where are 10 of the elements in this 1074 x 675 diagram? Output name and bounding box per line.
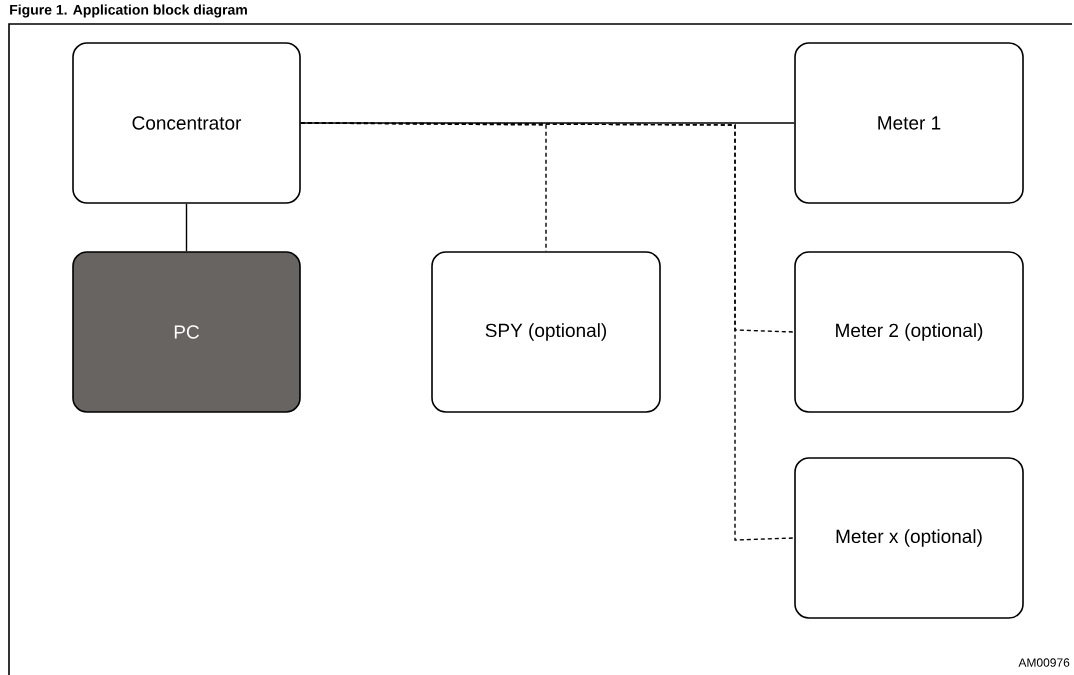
block-box: Concentrator bbox=[72, 42, 301, 204]
connector-line bbox=[300, 122, 795, 541]
pc-box: PC bbox=[72, 251, 301, 413]
connector-line bbox=[185, 203, 188, 252]
block-box: Meter 2 (optional) bbox=[794, 251, 1024, 413]
figure-id: AM00976 bbox=[1018, 658, 1070, 667]
block-box: SPY (optional) bbox=[431, 251, 661, 413]
figure-title: Figure 1. Application block diagram bbox=[10, 4, 247, 18]
block-box: Meter 1 bbox=[794, 42, 1024, 204]
block-box: Meter x (optional) bbox=[794, 457, 1024, 619]
